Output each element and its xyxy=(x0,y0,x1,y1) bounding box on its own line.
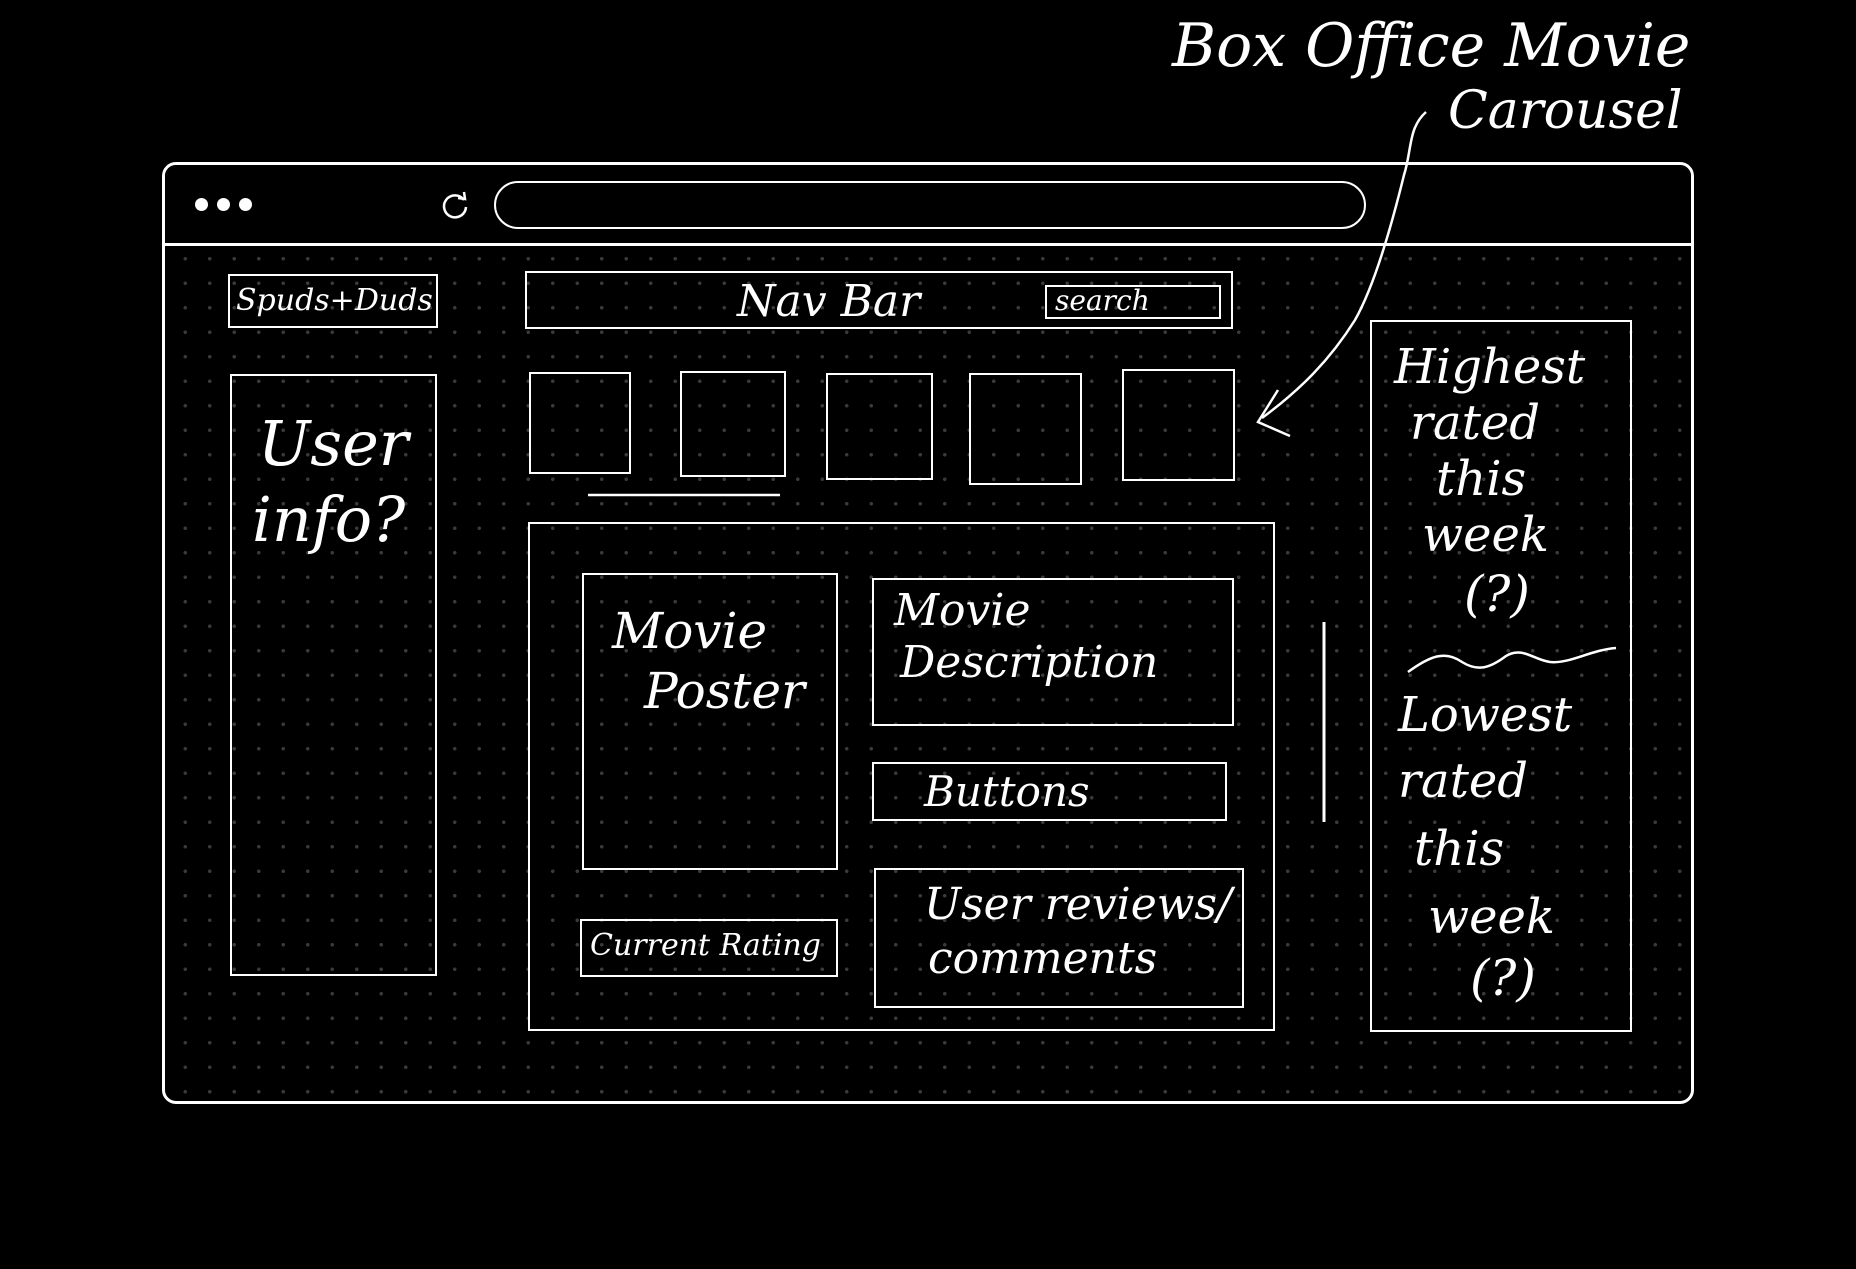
movie-detail-panel: Movie Poster Movie Description Buttons C… xyxy=(528,522,1275,1031)
annotation-arrow xyxy=(1261,111,1427,420)
user-reviews: User reviews/ comments xyxy=(874,868,1244,1008)
window-dot-icon[interactable] xyxy=(195,198,208,211)
lowest-rated-line: week xyxy=(1428,889,1555,945)
user-reviews-line1: User reviews/ xyxy=(924,879,1232,930)
highest-rated-line: this xyxy=(1436,451,1527,507)
search-box[interactable]: search xyxy=(1045,284,1221,319)
action-buttons-label: Buttons xyxy=(924,767,1090,816)
logo-box[interactable]: Spuds+Duds xyxy=(228,274,438,328)
movie-description-line1: Movie xyxy=(894,585,1031,636)
user-info-line1: User xyxy=(258,407,409,480)
movie-description: Movie Description xyxy=(872,578,1234,726)
nav-bar-label: Nav Bar xyxy=(737,276,921,327)
logo-label: Spuds+Duds xyxy=(236,283,433,318)
lowest-rated-line: this xyxy=(1414,821,1505,877)
highest-rated-line: rated xyxy=(1410,395,1540,451)
user-reviews-line2: comments xyxy=(928,933,1158,984)
movie-poster-line1: Movie xyxy=(612,602,768,660)
lowest-rated-line: (?) xyxy=(1470,949,1536,1007)
annotation-arrowhead xyxy=(1256,389,1291,438)
movie-poster-line2: Poster xyxy=(644,662,805,720)
carousel-annotation-line1: Box Office Movie xyxy=(1172,11,1691,81)
current-rating-label: Current Rating xyxy=(590,928,821,963)
user-info-panel: User info? xyxy=(230,374,437,976)
section-divider-squiggle xyxy=(1407,646,1617,674)
carousel-tile[interactable] xyxy=(1122,369,1235,481)
search-label: search xyxy=(1055,284,1150,317)
ratings-sidebar: Highest rated this week (?) Lowest rated… xyxy=(1370,320,1632,1032)
nav-bar: Nav Bar search xyxy=(525,271,1233,329)
carousel-annotation-line2: Carousel xyxy=(1448,81,1683,141)
carousel-tile[interactable] xyxy=(826,373,933,480)
address-bar[interactable] xyxy=(494,181,1366,229)
window-dot-icon[interactable] xyxy=(217,198,230,211)
user-info-line2: info? xyxy=(252,483,406,556)
highest-rated-line: Highest xyxy=(1394,339,1586,395)
carousel-tile[interactable] xyxy=(680,371,786,477)
action-buttons[interactable]: Buttons xyxy=(872,762,1227,821)
movie-poster[interactable]: Movie Poster xyxy=(582,573,838,870)
window-dot-icon[interactable] xyxy=(239,198,252,211)
current-rating: Current Rating xyxy=(580,919,838,977)
browser-window xyxy=(162,162,1694,1104)
movie-description-line2: Description xyxy=(900,637,1159,688)
carousel-tile[interactable] xyxy=(529,372,631,474)
browser-toolbar xyxy=(165,165,1691,246)
lowest-rated-line: Lowest xyxy=(1398,687,1573,743)
lowest-rated-line: rated xyxy=(1398,753,1528,809)
highest-rated-line: week xyxy=(1422,507,1549,563)
highest-rated-line: (?) xyxy=(1464,565,1530,623)
reload-icon[interactable] xyxy=(437,187,473,223)
carousel-tile[interactable] xyxy=(969,373,1082,485)
